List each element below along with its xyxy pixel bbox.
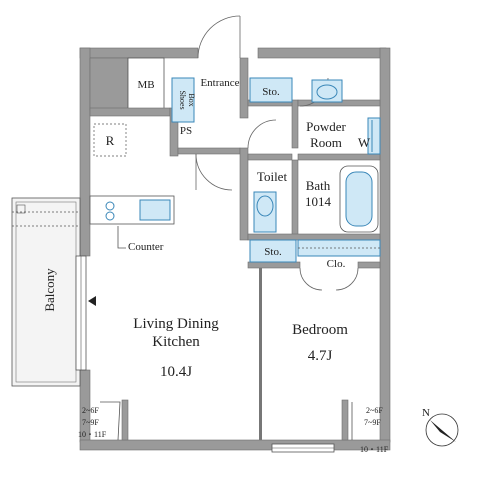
fixtures	[89, 77, 381, 263]
floor-notes-right: 2~6F 7~9F 10・11F	[351, 402, 389, 454]
label-balcony: Balcony	[42, 268, 57, 312]
label-entrance: Entrance	[200, 77, 239, 89]
label-bedroom: Bedroom	[292, 322, 348, 338]
label-bedroom-size: 4.7J	[308, 348, 333, 364]
label-toilet: Toilet	[257, 169, 288, 184]
label-ldk-size: 10.4J	[160, 364, 192, 380]
compass-n: N	[422, 407, 430, 419]
counter-leader	[117, 226, 126, 249]
walls	[79, 47, 391, 451]
label-shoes: Shoes	[178, 90, 187, 109]
label-storage-top: Sto.	[262, 86, 280, 98]
label-mb: MB	[137, 79, 154, 91]
label-washer: W	[358, 135, 371, 150]
balcony	[11, 197, 96, 387]
svg-text:7~9F: 7~9F	[364, 418, 381, 427]
svg-text:2~6F: 2~6F	[82, 406, 99, 415]
label-ldk-1: Living Dining	[133, 316, 219, 332]
svg-text:7~9F: 7~9F	[82, 418, 99, 427]
label-closet: Clo.	[327, 258, 346, 270]
svg-text:2~6F: 2~6F	[366, 406, 383, 415]
label-ldk-2: Kitchen	[152, 334, 200, 350]
svg-text:10・11F: 10・11F	[78, 430, 107, 439]
label-box: Box	[187, 93, 196, 106]
label-bath: Bath	[306, 178, 331, 193]
room-labels: MB Shoes Box Entrance Sto. PS R Powder R…	[42, 77, 371, 380]
label-storage-mid: Sto.	[264, 246, 282, 258]
compass-icon: N	[422, 407, 459, 447]
label-ps: PS	[180, 125, 192, 137]
floor-notes-left: 2~6F 7~9F 10・11F	[78, 401, 121, 441]
label-refrigerator: R	[106, 133, 115, 148]
label-bath-size: 1014	[305, 194, 332, 209]
svg-text:10・11F: 10・11F	[360, 445, 389, 454]
label-powder: Powder	[306, 119, 346, 134]
label-counter: Counter	[128, 241, 164, 253]
label-room: Room	[310, 135, 342, 150]
